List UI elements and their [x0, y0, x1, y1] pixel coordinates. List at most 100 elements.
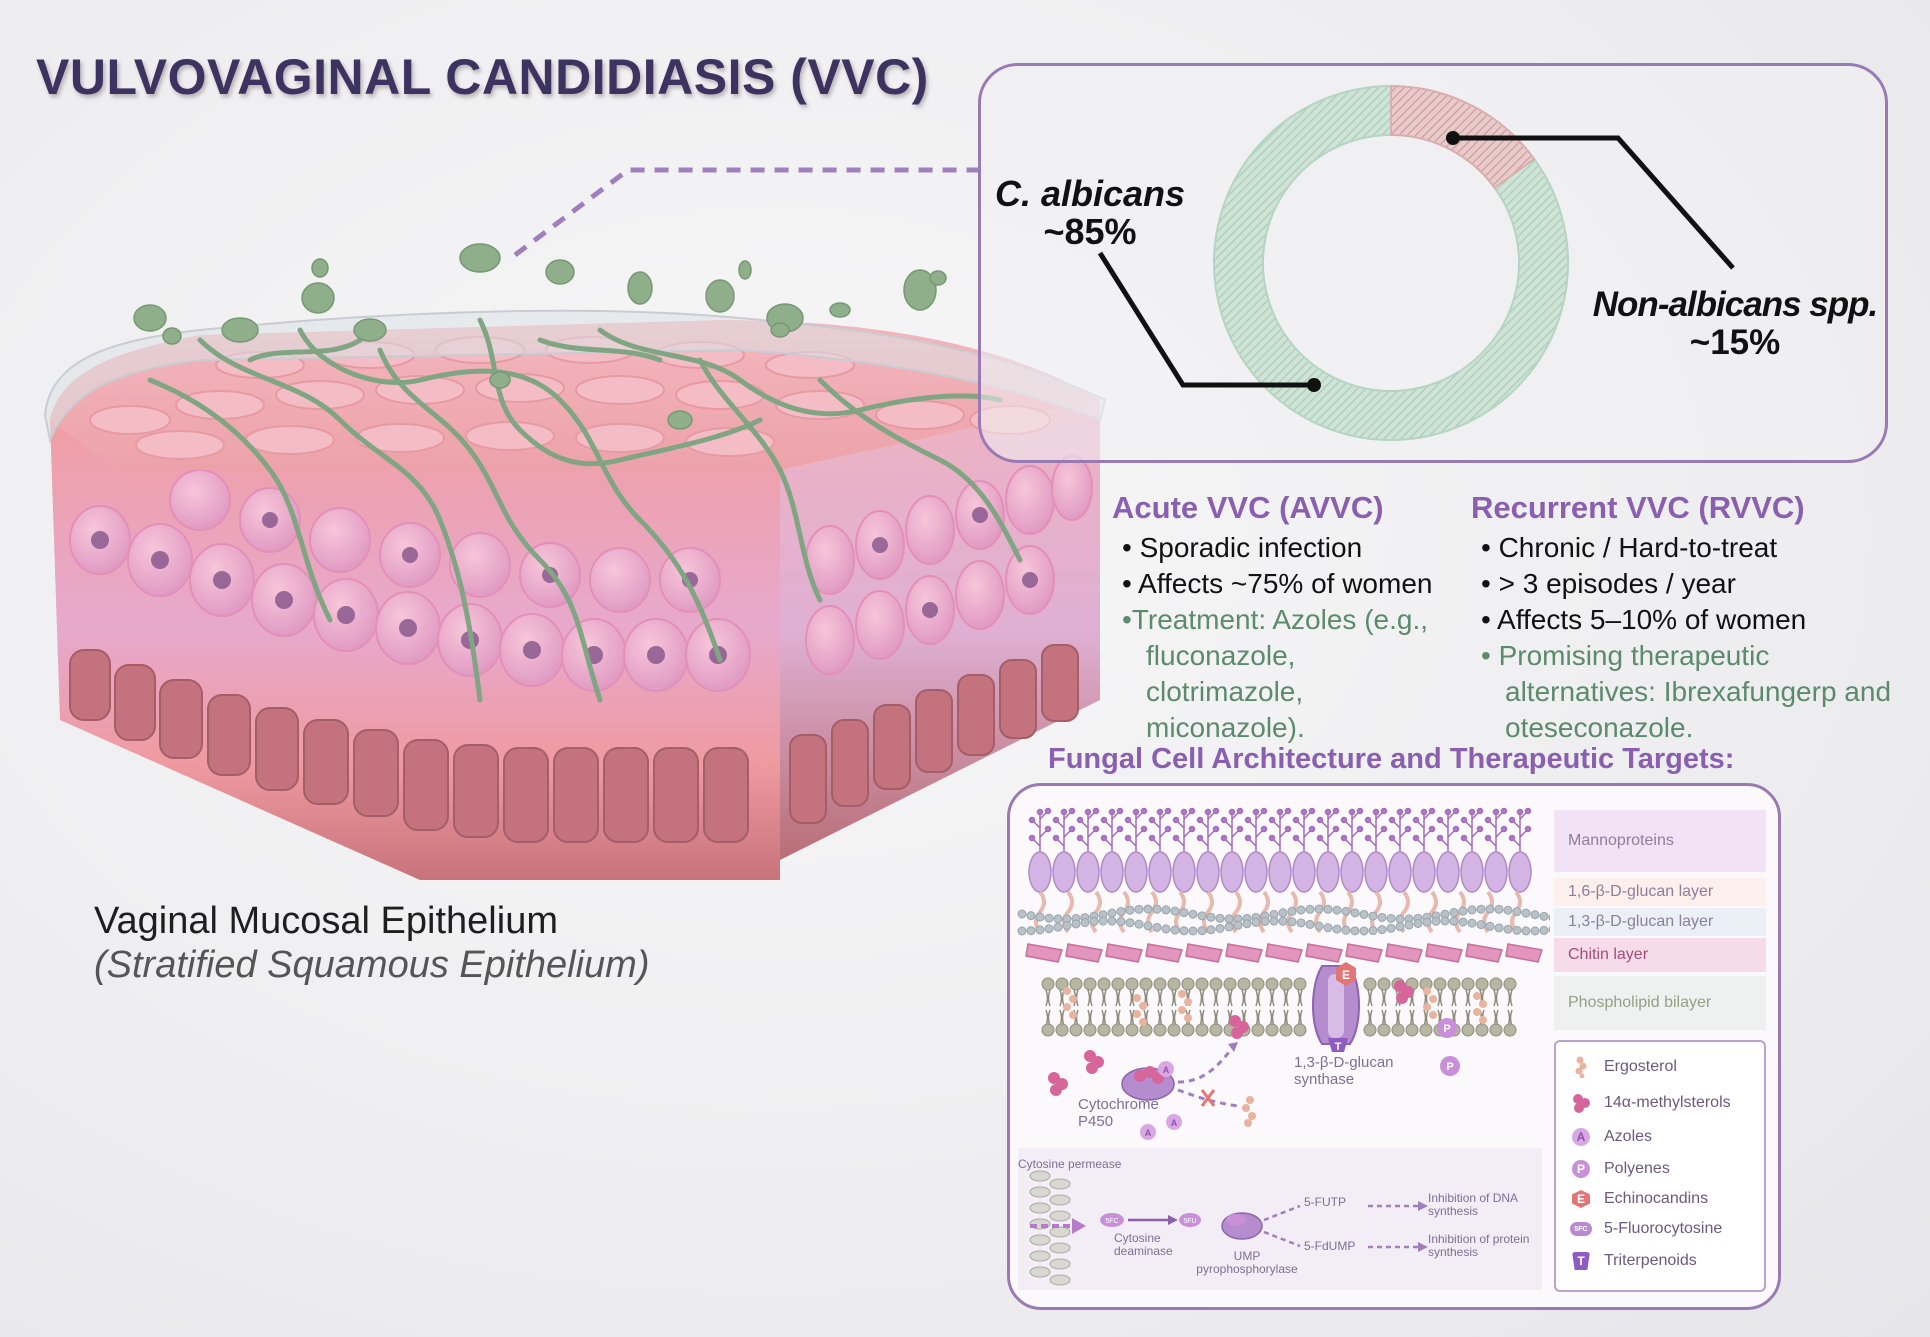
svg-text:A: A: [1163, 1065, 1170, 1075]
protein-inhibition-label: Inhibition of protein synthesis: [1428, 1232, 1530, 1259]
fluorouracil-icon: 5FU: [1179, 1213, 1201, 1227]
echinocandins-icon: E: [1336, 962, 1356, 986]
rvvc-item: • > 3 episodes / year: [1481, 568, 1736, 599]
avvc-heading: Acute VVC (AVVC): [1112, 490, 1384, 525]
epithelium-illustration: [43, 167, 1107, 880]
mannoprotein-ovals: [1028, 851, 1532, 893]
svg-text:5FC: 5FC: [1105, 1218, 1118, 1225]
echinocandins-icon: E: [1572, 1190, 1590, 1208]
middle-cell-layer: [69, 455, 1093, 692]
rvvc-item: • Affects 5–10% of women: [1481, 604, 1807, 635]
non-albicans-label: Non-albicans spp. ~15%: [1575, 286, 1895, 362]
non-albicans-leader-line: [1453, 135, 1735, 270]
cytochrome-arrow-up: [1177, 1047, 1234, 1084]
yeast-cells: [133, 243, 947, 430]
non-albicans-name: Non-albicans spp.: [1592, 285, 1878, 324]
svg-text:T: T: [1335, 1041, 1342, 1053]
glucan-synthase-enzyme: [1312, 965, 1360, 1045]
legend-label: 14α-methylsterols: [1604, 1094, 1731, 1111]
legend-item-ergosterol: Ergosterol: [1570, 1056, 1677, 1078]
legend-label: Polyenes: [1604, 1160, 1670, 1177]
azoles-icons: A A: [1140, 1114, 1182, 1140]
epithelium-sublabel: (Stratified Squamous Epithelium): [94, 944, 650, 986]
epithelium-label: Vaginal Mucosal Epithelium: [94, 900, 558, 942]
glucan13-chains: [1017, 904, 1550, 936]
legend-item-azoles: A Azoles: [1570, 1126, 1652, 1148]
callout-dashed-line: [513, 167, 978, 257]
band-mannoproteins: Mannoproteins: [1554, 810, 1766, 872]
methylsterol-icon: [1570, 1092, 1592, 1114]
cytochrome-arrow-blocked: [1177, 1088, 1239, 1108]
svg-text:5FU: 5FU: [1183, 1218, 1196, 1225]
polyenes-icon: P P: [1437, 1018, 1460, 1076]
ergosterol-molecule: [1242, 1096, 1256, 1127]
fluorocytosine-icon: 5FC: [1570, 1222, 1592, 1236]
ump-enzyme: [1221, 1212, 1263, 1240]
avvc-item: • Sporadic infection: [1122, 532, 1363, 563]
polyenes-icon: P: [1572, 1160, 1590, 1178]
albicans-leader-line: [1097, 251, 1314, 388]
avvc-treatment: •Treatment: Azoles (e.g., fluconazole, c…: [1122, 604, 1429, 743]
legend-item-echinocandins: E Echinocandins: [1570, 1188, 1708, 1210]
legend-label: 5-Fluorocytosine: [1604, 1220, 1723, 1237]
hyphae-network: [147, 317, 1023, 703]
legend-label: Ergosterol: [1604, 1058, 1677, 1075]
blocked-cross-icon: [1200, 1089, 1216, 1107]
non-albicans-percent: ~15%: [1689, 323, 1781, 362]
deaminase-label: Cytosine deaminase: [1114, 1231, 1173, 1258]
synthase-label: 1,3-β-D-glucan synthase: [1294, 1054, 1394, 1088]
band-phospholipid: Phospholipid bilayer: [1554, 976, 1766, 1030]
triterpenoids-icon: T: [1328, 1038, 1348, 1053]
rvvc-heading: Recurrent VVC (RVVC): [1471, 490, 1805, 525]
rvvc-item: • Chronic / Hard-to-treat: [1481, 532, 1778, 563]
permease-label: Cytosine permease: [1018, 1157, 1122, 1171]
ump-label: UMP pyrophosphorylase: [1196, 1249, 1298, 1276]
legend-label: Echinocandins: [1604, 1190, 1709, 1207]
fdump-label: 5-FdUMP: [1304, 1239, 1356, 1253]
albicans-percent: ~85%: [1043, 211, 1137, 252]
legend-item-methylsterols: 14α-methylsterols: [1570, 1092, 1731, 1114]
albicans-name: C. albicans: [994, 173, 1186, 214]
svg-text:A: A: [1145, 1128, 1152, 1138]
svg-text:P: P: [1446, 1061, 1453, 1073]
triterpenoids-icon: T: [1572, 1252, 1590, 1270]
dna-inhibition-label: Inhibition of DNA synthesis: [1428, 1191, 1518, 1218]
basal-cell-row: [69, 644, 1079, 843]
fdump-arrow: [1263, 1230, 1301, 1248]
legend-label: Triterpenoids: [1604, 1252, 1697, 1269]
futp-label: 5-FUTP: [1304, 1195, 1346, 1209]
albicans-label: C. albicans ~85%: [990, 175, 1190, 251]
cell-wall-illustration: E T P P A A A: [1017, 807, 1550, 1290]
svg-text:E: E: [1342, 968, 1350, 982]
albicans-leader-dot: [1307, 378, 1321, 392]
donut-slice-albicans: [1213, 84, 1569, 441]
architecture-title: Fungal Cell Architecture and Therapeutic…: [1048, 743, 1735, 775]
ergosterol-icon: [1570, 1056, 1592, 1078]
fluorocytosine-icon: 5FC: [1100, 1213, 1124, 1227]
non-albicans-leader-dot: [1446, 131, 1460, 145]
cytochrome-p450-enzyme: A: [1121, 1061, 1175, 1101]
architecture-panel: Mannoproteins 1,6-β-D-glucan layer 1,3-β…: [1007, 783, 1781, 1310]
avvc-section: Acute VVC (AVVC) • Sporadic infection • …: [1112, 490, 1442, 746]
band-chitin: Chitin layer: [1554, 938, 1766, 972]
azoles-icon: A: [1572, 1128, 1590, 1146]
legend-item-fluorocytosine: 5FC 5-Fluorocytosine: [1570, 1218, 1722, 1240]
legend-item-triterpenoids: T Triterpenoids: [1570, 1250, 1697, 1272]
rvvc-section: Recurrent VVC (RVVC) • Chronic / Hard-to…: [1471, 490, 1901, 746]
mannoprotein-branches: [1028, 807, 1532, 854]
svg-text:P: P: [1443, 1023, 1450, 1035]
avvc-item: • Affects ~75% of women: [1122, 568, 1433, 599]
svg-text:A: A: [1171, 1118, 1178, 1128]
cytosine-permease: [1029, 1170, 1071, 1286]
rvvc-treatment: • Promising therapeutic alternatives: Ib…: [1481, 640, 1892, 743]
page-title: VULVOVAGINAL CANDIDIASIS (VVC): [36, 49, 929, 105]
legend-label: Azoles: [1604, 1128, 1653, 1145]
cytochrome-label: Cytochrome P450: [1078, 1096, 1159, 1130]
legend-item-polyenes: P Polyenes: [1570, 1158, 1670, 1180]
chitin-layer-shapes: [1025, 943, 1543, 963]
drug-target-legend: Ergosterol 14α-methylsterols A Azoles P …: [1554, 1040, 1766, 1292]
futp-arrow: [1263, 1204, 1301, 1222]
methylsterol-molecules: [1048, 980, 1414, 1096]
band-glucan16: 1,6-β-D-glucan layer: [1554, 878, 1766, 906]
species-donut-chart: [1097, 84, 1735, 441]
